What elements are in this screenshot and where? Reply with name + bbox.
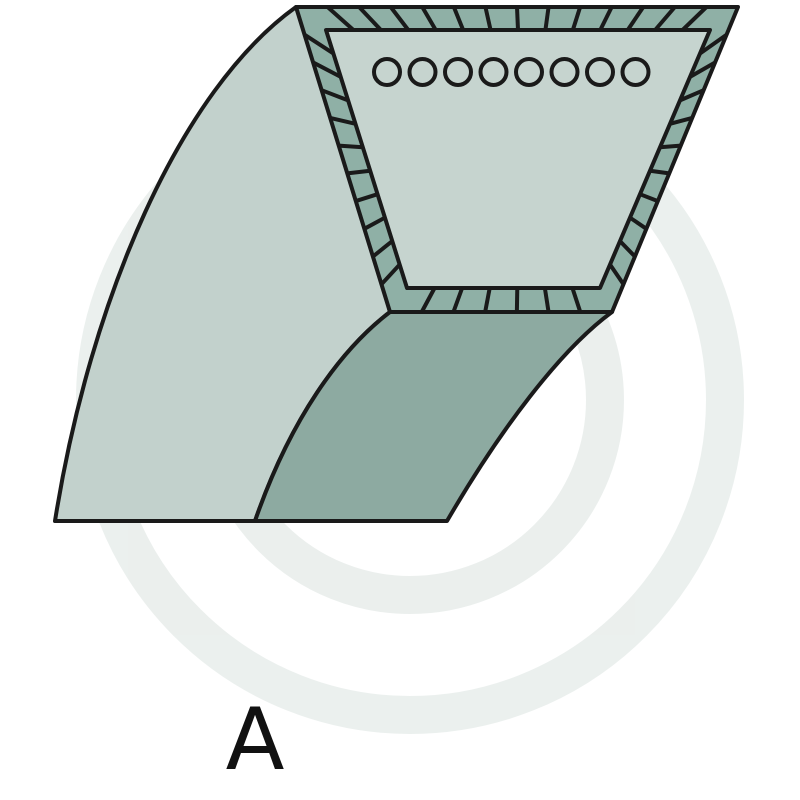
belt-cross-section-face [324,28,712,290]
cover-segment-divider [326,5,355,32]
tension-cord [372,57,402,87]
cover-segment-divider [628,215,648,231]
cover-segment-divider [347,168,371,176]
cover-segment-divider [419,287,437,313]
cover-segment-divider [681,5,708,32]
cover-segment-divider [598,6,614,31]
cover-segment-divider [389,5,410,32]
cover-segment-divider [659,143,681,150]
cover-segment-divider [570,287,583,313]
cover-segment-divider [618,239,637,258]
tension-cord [407,57,438,87]
cover-segment-divider [483,287,492,313]
tension-cords [372,57,651,87]
cover-segment-divider [420,5,438,32]
tension-cord [443,57,473,87]
cover-segment-divider [698,33,728,56]
cover-segment-divider [543,6,551,31]
cover-segment-divider [515,6,520,31]
belt-profile-label: A [225,690,285,790]
cover-segment-divider [679,88,705,103]
tension-cord [478,57,509,87]
cover-segment-divider [303,33,335,56]
cover-segment-divider [363,215,386,231]
cover-segment-divider [608,263,626,286]
cover-segment-divider [371,239,394,259]
cover-segment-divider [483,6,493,31]
cover-segment-divider [357,5,383,32]
cover-segment-divider [355,192,379,203]
cover-segment-divider [570,6,583,31]
tension-cord [549,57,580,87]
tension-cord [585,57,615,87]
cover-segment-divider [338,143,363,150]
belt-cover-segments [303,5,728,313]
cover-segment-divider [669,115,693,126]
cover-segment-divider [653,5,677,32]
cover-segment-divider [320,88,349,103]
cover-segment-divider [542,287,551,313]
cover-segment-divider [626,5,645,32]
cover-segment-divider [451,287,465,313]
cover-segment-divider [312,60,342,79]
cover-segment-divider [649,168,670,176]
cover-segment-divider [329,115,356,126]
tension-cord [620,57,651,87]
cover-segment-divider [639,192,659,203]
cover-segment-divider [379,263,402,286]
belt-side-dark [253,310,614,523]
tension-cord [514,57,544,87]
cover-segment-divider [689,60,717,79]
cover-segment-divider [452,6,465,31]
